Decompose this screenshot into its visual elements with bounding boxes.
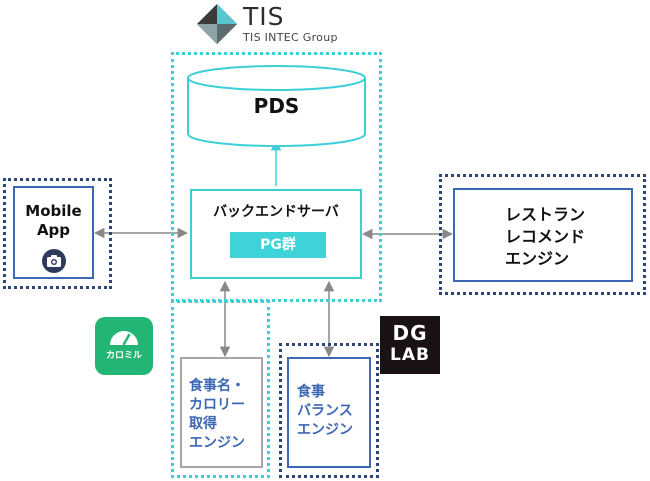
camera-icon [42,249,66,273]
calomil-app-icon: カロミル [95,317,153,375]
restaurant-engine-line1: レストラン [505,205,586,224]
restaurant-engine-line3: エンジン [505,249,570,268]
backend-server-label: バックエンドサーバ [213,204,339,220]
mobile-app-label: Mobile App [15,202,92,240]
tis-logo: TIS TIS INTEC Group [197,2,377,46]
pds-label: PDS [253,94,300,118]
dglab-logo-line2: LAB [390,345,430,365]
restaurant-engine-label: レストラン レコメンド エンジン [505,204,585,270]
restaurant-engine-line2: レコメンド [505,227,586,246]
balance-engine-frame [279,343,379,478]
pg-group-badge: PG群 [230,232,326,258]
pds-database [187,65,366,147]
mobile-app-box: Mobile App [13,186,94,279]
meal-engine-frame [171,300,270,478]
meal-engine-line3: 取得 [189,416,217,432]
meal-engine-box: 食事名・ カロリー 取得 エンジン [180,357,263,468]
balance-engine-line3: エンジン [297,422,353,438]
mobile-app-label-line1: Mobile [25,202,82,220]
backend-server-box: バックエンドサーバ PG群 [190,189,362,279]
dglab-logo-line1: DG [392,321,428,345]
tis-logo-name: TIS [243,2,285,31]
mobile-app-label-line2: App [36,221,71,239]
meal-engine-line1: 食事名・ [189,378,245,394]
tis-logo-mark-icon [197,4,237,44]
tis-logo-subtitle: TIS INTEC Group [243,31,338,44]
meal-engine-line4: エンジン [189,435,245,451]
balance-engine-label: 食事 バランス エンジン [297,383,353,440]
mobile-app-frame [3,178,112,289]
balance-engine-box: 食事 バランス エンジン [287,357,371,468]
calomil-label: カロミル [105,351,142,361]
dglab-logo: DG LAB [380,316,440,374]
restaurant-engine-box: レストラン レコメンド エンジン [453,188,633,282]
tis-region-frame [171,52,382,302]
balance-engine-line2: バランス [297,403,353,419]
balance-engine-line1: 食事 [297,384,325,400]
meal-engine-label: 食事名・ カロリー 取得 エンジン [189,377,245,453]
restaurant-engine-frame [439,174,646,295]
scale-icon [110,331,138,346]
meal-engine-line2: カロリー [189,397,245,413]
